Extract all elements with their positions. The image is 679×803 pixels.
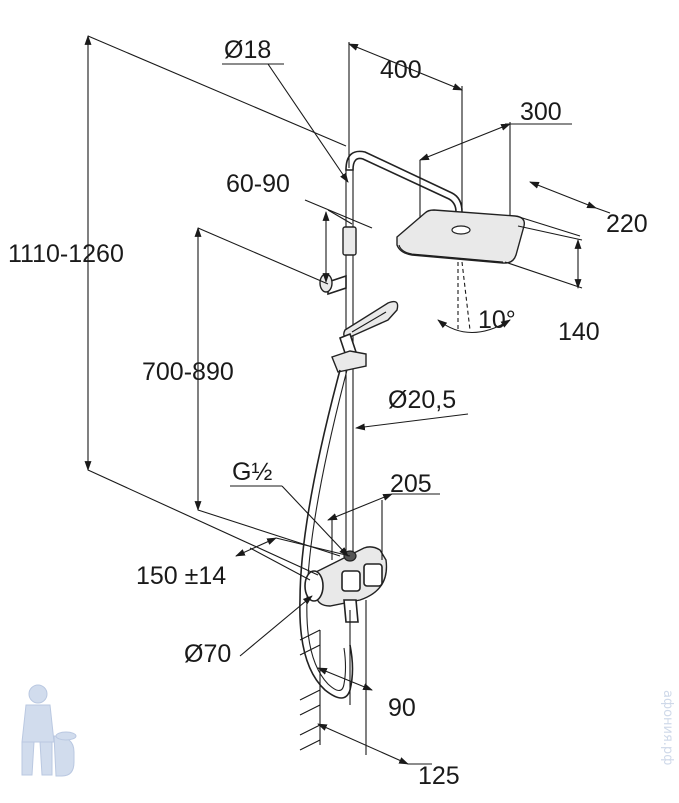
watermark-text: афония.рф (660, 690, 675, 765)
ext-line-head-width-a (515, 215, 581, 237)
label-inlet-thread: G½ (232, 458, 272, 486)
label-mixer-to-bracket: 700-890 (142, 358, 234, 386)
dim-line-wall-offset-pipe (317, 667, 373, 691)
label-inlet-spacing: 150 ±14 (136, 562, 226, 590)
flow-knob (363, 563, 383, 587)
slide-sleeve (342, 226, 357, 256)
label-overall-height: 1110-1260 (8, 240, 124, 268)
head-nozzle-hub (451, 225, 471, 235)
label-arm-reach: 400 (380, 56, 422, 84)
ext-line-bracket-level (197, 227, 329, 285)
leader-pipe-diameter (267, 63, 349, 183)
ext-line-overall-top (87, 35, 347, 147)
dim-line-mixer-depth (327, 493, 393, 521)
leader-bracket-label (304, 199, 373, 229)
dim-line-wall-offset-mixer (317, 723, 409, 765)
dimension-labels: 1110-1260 Ø18 400 300 220 140 10° 60-90 … (8, 36, 648, 790)
label-head-width: 220 (606, 210, 648, 238)
ext-line-inlet-b (275, 537, 351, 557)
label-wall-offset-pipe: 90 (388, 694, 416, 722)
leader-rail-diameter (355, 413, 469, 431)
hand-shower-holder (331, 350, 367, 373)
dim-line-arm-reach (348, 43, 463, 91)
temperature-knob (341, 570, 361, 592)
rain-shower-head-face (398, 244, 504, 263)
label-rail-diameter: Ø20,5 (388, 386, 456, 414)
label-tilt-angle: 10° (478, 306, 516, 334)
ext-line-mixer-level (197, 509, 341, 557)
label-bar-head-width (595, 207, 611, 214)
label-escutcheon-diameter: Ø70 (184, 640, 231, 668)
dim-line-head-width (529, 181, 597, 209)
label-bracket-adjust: 60-90 (226, 170, 290, 198)
tilt-axis-angled (461, 261, 471, 331)
label-mixer-depth: 205 (390, 470, 432, 498)
dim-arc-tilt (437, 319, 511, 334)
ext-line-inlet-a (249, 547, 311, 581)
ext-line-bracket-top (327, 209, 353, 225)
rain-shower-head (396, 209, 525, 264)
dim-line-inlet-spacing (235, 537, 277, 557)
label-head-depth: 140 (558, 318, 600, 346)
dimension-lines (84, 35, 611, 765)
shower-product (299, 150, 525, 699)
ext-line-depth-bottom (504, 261, 583, 289)
shower-hose-inner (306, 369, 348, 692)
mixer-outlet (343, 599, 359, 623)
wall-hatching (299, 629, 321, 751)
plumber-mascot-icon (21, 684, 77, 777)
label-pipe-diameter: Ø18 (224, 36, 271, 64)
ext-line-overall-bottom (87, 469, 319, 576)
hand-shower-face (351, 311, 387, 333)
leader-escutcheon-diameter (239, 595, 313, 657)
leader-inlet-thread-diag (281, 485, 349, 557)
label-wall-offset-mixer: 125 (418, 762, 460, 790)
ext-line-depth-top (517, 225, 583, 241)
label-head-length: 300 (520, 98, 562, 126)
watermark: афония.рф (21, 684, 675, 777)
hand-shower-head (343, 300, 399, 338)
dim-line-head-length (419, 123, 511, 161)
mixer-escutcheon (304, 570, 324, 602)
shower-arm (345, 150, 463, 216)
